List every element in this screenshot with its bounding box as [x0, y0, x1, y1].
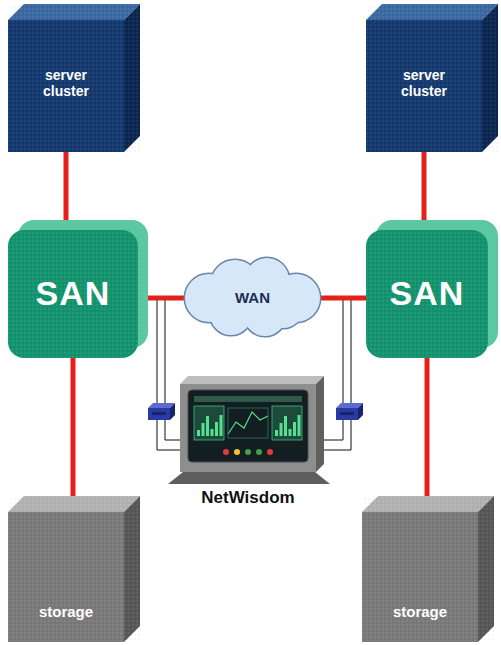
status-light: [256, 449, 262, 455]
text-area: server cluster: [8, 20, 124, 152]
node-shape: [8, 496, 140, 642]
server-cluster: server cluster: [366, 4, 498, 152]
text-area: SAN: [366, 230, 488, 358]
status-light: [245, 449, 251, 455]
san-front: [8, 230, 138, 358]
node-label: SAN: [390, 274, 465, 313]
network-link: [425, 358, 430, 496]
screen-bar: [206, 416, 209, 436]
screen-bar: [289, 429, 292, 436]
network-link: [71, 358, 76, 496]
monitor-side: [316, 376, 324, 472]
screen-bar: [284, 416, 287, 436]
node-label: NetWisdom: [201, 488, 294, 508]
node-shape: [362, 496, 494, 642]
node-label: server cluster: [381, 67, 467, 99]
screen-bar: [220, 415, 223, 436]
text-area: WAN: [185, 258, 320, 338]
network-link: [64, 152, 69, 220]
probe-wire: [157, 298, 181, 450]
san-texture: [366, 230, 488, 358]
screen-panel: [194, 406, 224, 440]
screen-bar: [211, 429, 214, 436]
text-area: NetWisdom: [160, 488, 336, 522]
screen-bar: [280, 423, 283, 436]
network-link: [320, 296, 366, 301]
network-link: [422, 152, 427, 220]
tap-device: [336, 403, 363, 420]
server-cluster: server cluster: [8, 4, 140, 152]
monitor-screen: [188, 390, 308, 462]
status-light: [267, 449, 273, 455]
node-label: SAN: [36, 274, 111, 313]
box-texture: [8, 496, 140, 642]
box-texture: [8, 4, 140, 152]
screen-bar: [197, 430, 200, 436]
wan-cloud: WAN: [185, 258, 320, 338]
tap-device: [148, 403, 175, 420]
screen-bar: [202, 423, 205, 436]
cloud-shape: [185, 258, 320, 336]
text-area: server cluster: [366, 20, 482, 152]
status-light: [234, 449, 240, 455]
storage-box: storage: [8, 496, 140, 642]
netwisdom-monitor: NetWisdom: [160, 372, 336, 522]
san-box: SAN: [8, 220, 148, 358]
screen-bar: [293, 422, 296, 436]
screen-trace: [228, 412, 268, 434]
monitor-body: [180, 384, 316, 472]
status-light: [223, 449, 229, 455]
screen-panel: [272, 406, 302, 440]
node-label: storage: [393, 603, 447, 620]
network-link: [148, 296, 185, 301]
node-label: WAN: [235, 289, 270, 306]
node-label: server cluster: [23, 67, 109, 99]
text-area: storage: [8, 512, 124, 642]
box-texture: [366, 4, 498, 152]
box-texture: [362, 496, 494, 642]
node-label: storage: [39, 603, 93, 620]
san-box: SAN: [366, 220, 498, 358]
screen-bar: [275, 430, 278, 436]
monitor-illustration: [168, 376, 330, 484]
text-area: storage: [362, 512, 478, 642]
storage-box: storage: [362, 496, 494, 642]
san-front: [366, 230, 488, 358]
screen-bar: [194, 396, 302, 402]
text-area: SAN: [8, 230, 138, 358]
san-texture: [8, 230, 138, 358]
monitor-top: [180, 376, 324, 384]
screen-bar: [215, 422, 218, 436]
screen-bar: [298, 415, 301, 436]
screen-frame: [228, 408, 268, 438]
